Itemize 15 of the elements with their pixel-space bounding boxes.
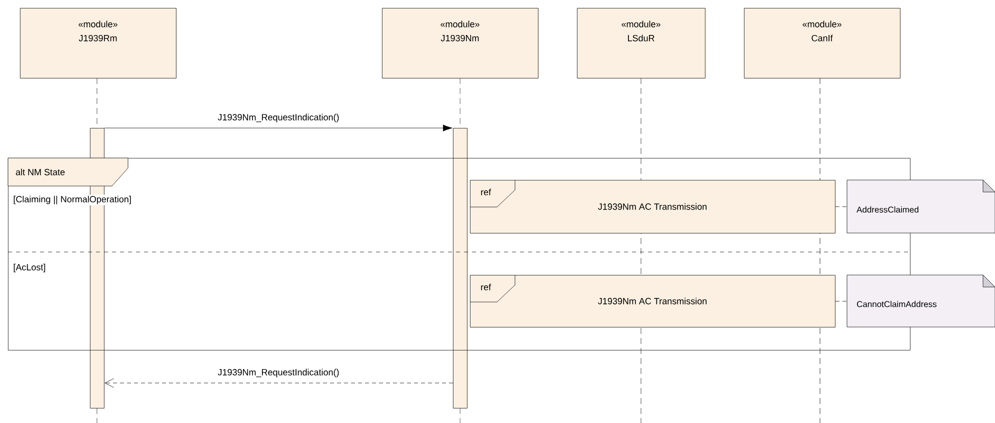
message-arrow (104, 124, 452, 132)
message-arrow (104, 378, 454, 388)
ref-box: ref J1939Nm AC Transmission (470, 180, 836, 234)
edge-label: J1939Nm_RequestIndication() (218, 368, 339, 378)
note-link (835, 206, 848, 207)
module-box: «module» CanIf (744, 8, 900, 78)
module-box: «module» J1939Nm (382, 8, 538, 78)
module-box: «module» LSduR (577, 8, 706, 78)
note-link (835, 301, 848, 302)
ref-box: ref J1939Nm AC Transmission (470, 274, 836, 328)
activation-bar (453, 128, 468, 408)
note: CannotClaimAddress (846, 274, 995, 328)
edge-label: J1939Nm_RequestIndication() (218, 114, 339, 122)
module-box: «module» J1939Rm (20, 8, 176, 78)
note: AddressClaimed (846, 180, 995, 234)
